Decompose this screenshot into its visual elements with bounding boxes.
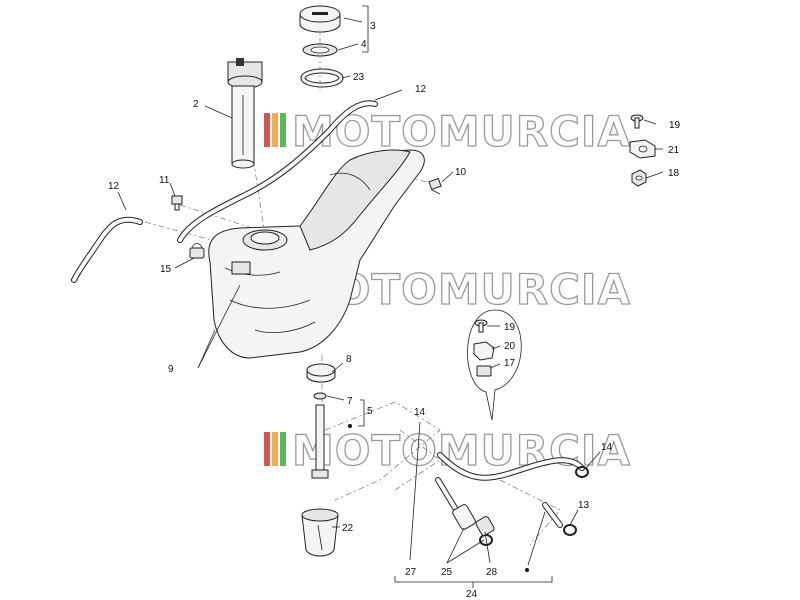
filler-ring [300,68,344,88]
callout-21: 21 [668,145,680,156]
callout-20: 20 [504,341,516,352]
callout-7: 7 [347,396,353,407]
callout-9: 9 [168,364,174,375]
fuel-hose-14 [437,452,585,481]
callout-12-left: 12 [108,181,120,192]
callout-17: 17 [504,358,516,369]
nut-18 [631,169,647,187]
callout-18: 18 [668,168,680,179]
fuel-pump-sender [227,58,263,169]
watermark-bottom: MOTOMURCIA [264,425,631,476]
callout-12-top: 12 [415,84,427,95]
hose-clip-8 [306,363,336,383]
screw-10 [428,177,442,195]
breather-hose-left [71,216,143,283]
callout-10: 10 [455,167,467,178]
hose-27 [435,477,458,511]
callout-24: 24 [466,589,478,600]
filler-cap [299,5,341,33]
callout-15: 15 [160,264,172,275]
bolt-11 [171,195,183,211]
connector-28 [475,516,495,536]
detail-balloon [467,309,522,421]
callout-8: 8 [346,354,352,365]
callout-13: 13 [578,500,590,511]
hose-piece-24 [542,502,563,528]
breather-hose-top [177,100,378,243]
reference-dots [348,424,529,572]
cap-gasket [302,43,338,57]
filter-cup-22 [301,508,339,557]
screw-19-top [630,114,644,129]
callout-19-top: 19 [669,120,681,131]
clip-13 [563,524,577,536]
callout-5: 5 [367,406,373,417]
leader-lines [117,5,664,566]
callout-3: 3 [370,21,376,32]
callout-4: 4 [361,39,367,50]
callout-19-detail: 19 [504,322,516,333]
callout-14-left: 14 [414,407,426,418]
callout-2: 2 [193,99,199,110]
callout-28: 28 [486,567,498,578]
hose-clip-14 [575,466,589,478]
callout-labels: 3 4 23 2 12 12 11 10 15 9 8 7 5 22 19 21… [108,21,681,600]
washer-7 [313,392,327,400]
watermark-top: MOTOMURCIA [264,106,631,157]
callout-11: 11 [159,175,170,186]
fuel-tank [208,149,425,359]
callout-25: 25 [441,567,453,578]
callout-22: 22 [342,523,354,534]
clamp-15 [189,243,205,259]
callout-23: 23 [353,72,365,83]
callout-27: 27 [405,567,417,578]
drain-pipe-5 [311,404,329,479]
watermark-text-bottom: MOTOMURCIA [292,426,631,475]
group-bracket-24 [394,576,553,588]
bracket-21 [629,139,656,159]
callout-14-right: 14 [601,442,613,453]
